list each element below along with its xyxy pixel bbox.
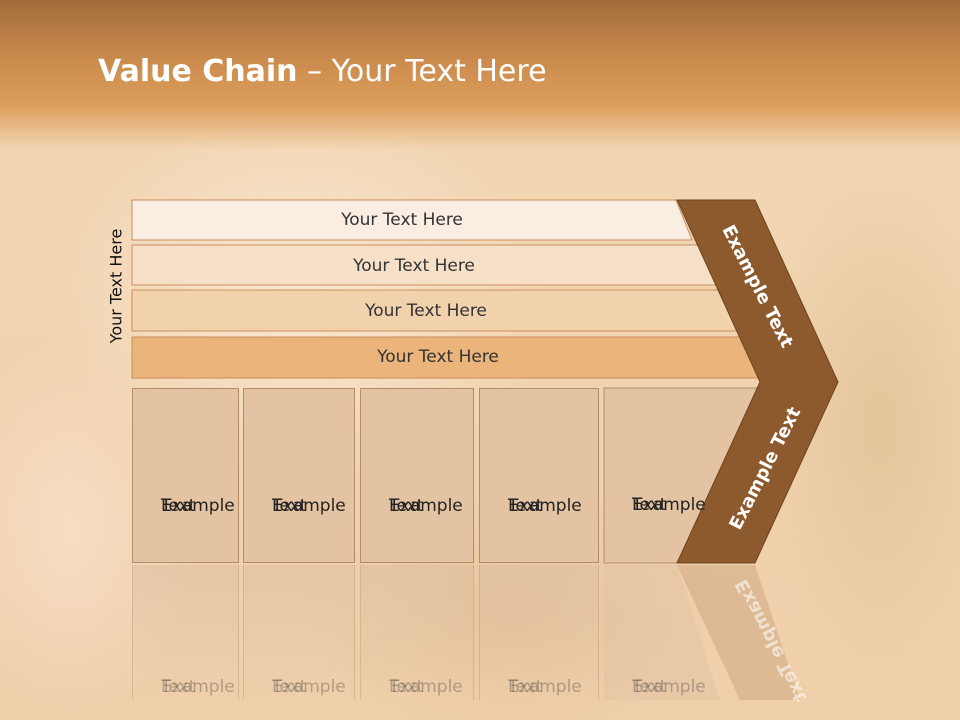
title-bold: Value Chain [98, 54, 298, 89]
title-rest: – Your Text Here [297, 54, 547, 89]
row-3-text: Your Text Here [365, 301, 487, 321]
row-3: Your Text Here [132, 291, 740, 331]
box-1-reflection-line2: Text [161, 677, 196, 697]
row-1: Your Text Here [132, 200, 692, 240]
box-5-line2: Text [632, 495, 667, 515]
box-1-line1: Example [161, 496, 235, 516]
row-2-text: Your Text Here [353, 256, 475, 276]
box-4-line1: Example [508, 496, 582, 516]
box-2-line2: Text [272, 496, 307, 516]
box-4-reflection-line2: Text [508, 677, 543, 697]
box-1-line2: Text [161, 496, 196, 516]
box-5-reflection [604, 565, 720, 700]
row-4: Your Text Here [132, 337, 764, 377]
box-3-reflection-line2: Text [389, 677, 424, 697]
box-5-reflection-line2: Text [632, 677, 667, 697]
header-band [0, 0, 960, 150]
box-4-line2: Text [508, 496, 543, 516]
box-5-line1: Example [632, 495, 706, 515]
chevron-reflection [677, 565, 800, 700]
slide-title: Value Chain – Your Text Here [98, 54, 547, 89]
row-shape-1 [131, 199, 693, 241]
box-3-line2: Text [389, 496, 424, 516]
row-1-text: Your Text Here [341, 210, 463, 230]
box-2-reflection-line2: Text [272, 677, 307, 697]
chevron-arrow [676, 199, 839, 564]
row-2: Your Text Here [132, 246, 716, 286]
box-2-line1: Example [272, 496, 346, 516]
box-3-line1: Example [389, 496, 463, 516]
row-4-text: Your Text Here [377, 347, 499, 367]
